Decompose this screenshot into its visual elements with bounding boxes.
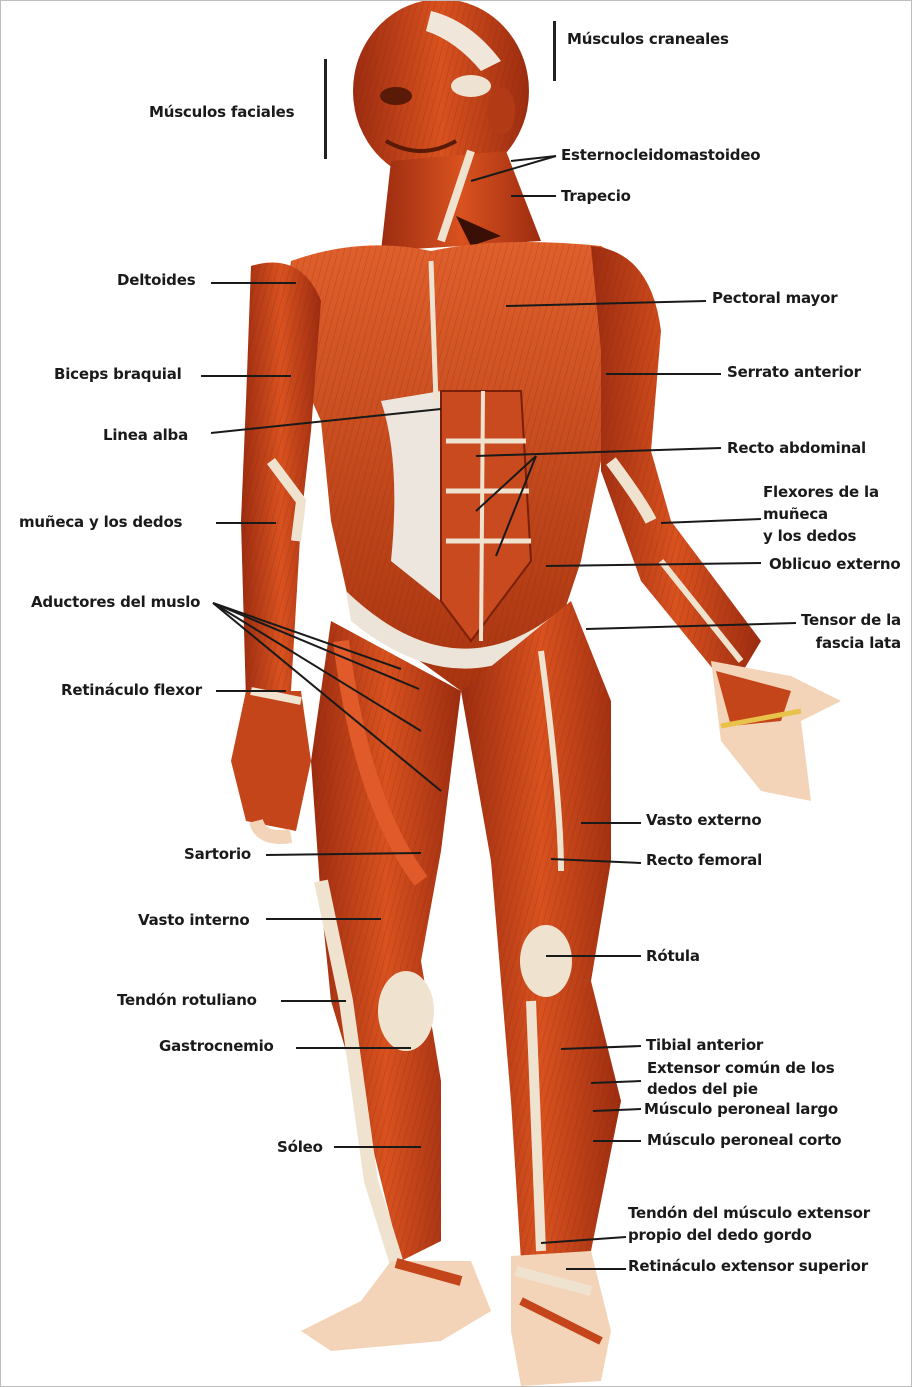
label-gastrocnemio: Gastrocnemio bbox=[159, 1037, 274, 1055]
label-retinaculo-extensor: Retináculo extensor superior bbox=[628, 1257, 868, 1275]
label-tendon-extensor-gordo: Tendón del músculo extensor propio del d… bbox=[628, 1202, 870, 1246]
label-linea-alba: Linea alba bbox=[103, 426, 188, 444]
left-leg bbox=[301, 621, 491, 1351]
label-muneca-dedos: muñeca y los dedos bbox=[19, 513, 182, 531]
label-retinaculo-flexor: Retináculo flexor bbox=[61, 681, 202, 699]
label-trapecio: Trapecio bbox=[561, 187, 631, 205]
left-arm bbox=[231, 263, 321, 837]
label-tendon-rotuliano: Tendón rotuliano bbox=[117, 991, 257, 1009]
label-pectoral-mayor: Pectoral mayor bbox=[712, 289, 837, 307]
label-flexores-muneca: Flexores de la muñeca y los dedos bbox=[763, 481, 879, 547]
label-vasto-interno: Vasto interno bbox=[138, 911, 249, 929]
label-extensor-comun: Extensor común de los dedos del pie bbox=[647, 1058, 835, 1100]
neck bbox=[381, 151, 541, 251]
label-musculos-faciales: Músculos faciales bbox=[149, 103, 294, 121]
label-aductores-muslo: Aductores del muslo bbox=[31, 593, 200, 611]
label-recto-abdominal: Recto abdominal bbox=[727, 439, 866, 457]
label-musculos-craneales: Músculos craneales bbox=[567, 30, 729, 48]
label-esternocleidomastoideo: Esternocleidomastoideo bbox=[561, 146, 760, 164]
label-biceps-braquial: Biceps braquial bbox=[54, 365, 182, 383]
faciales-bracket bbox=[324, 59, 327, 159]
label-oblicuo-externo: Oblicuo externo bbox=[769, 555, 900, 573]
label-tibial-anterior: Tibial anterior bbox=[646, 1036, 763, 1054]
label-recto-femoral: Recto femoral bbox=[646, 851, 762, 869]
label-peroneal-corto: Músculo peroneal corto bbox=[647, 1131, 841, 1149]
label-deltoides: Deltoides bbox=[117, 271, 195, 289]
label-sartorio: Sartorio bbox=[184, 845, 251, 863]
label-peroneal-largo: Músculo peroneal largo bbox=[644, 1100, 838, 1118]
label-rotula: Rótula bbox=[646, 947, 700, 965]
label-serrato-anterior: Serrato anterior bbox=[727, 363, 861, 381]
label-tensor-fascia-lata: Tensor de la fascia lata bbox=[801, 609, 901, 655]
label-soleo: Sóleo bbox=[277, 1138, 323, 1156]
label-vasto-externo: Vasto externo bbox=[646, 811, 762, 829]
craneales-bracket bbox=[553, 21, 556, 81]
